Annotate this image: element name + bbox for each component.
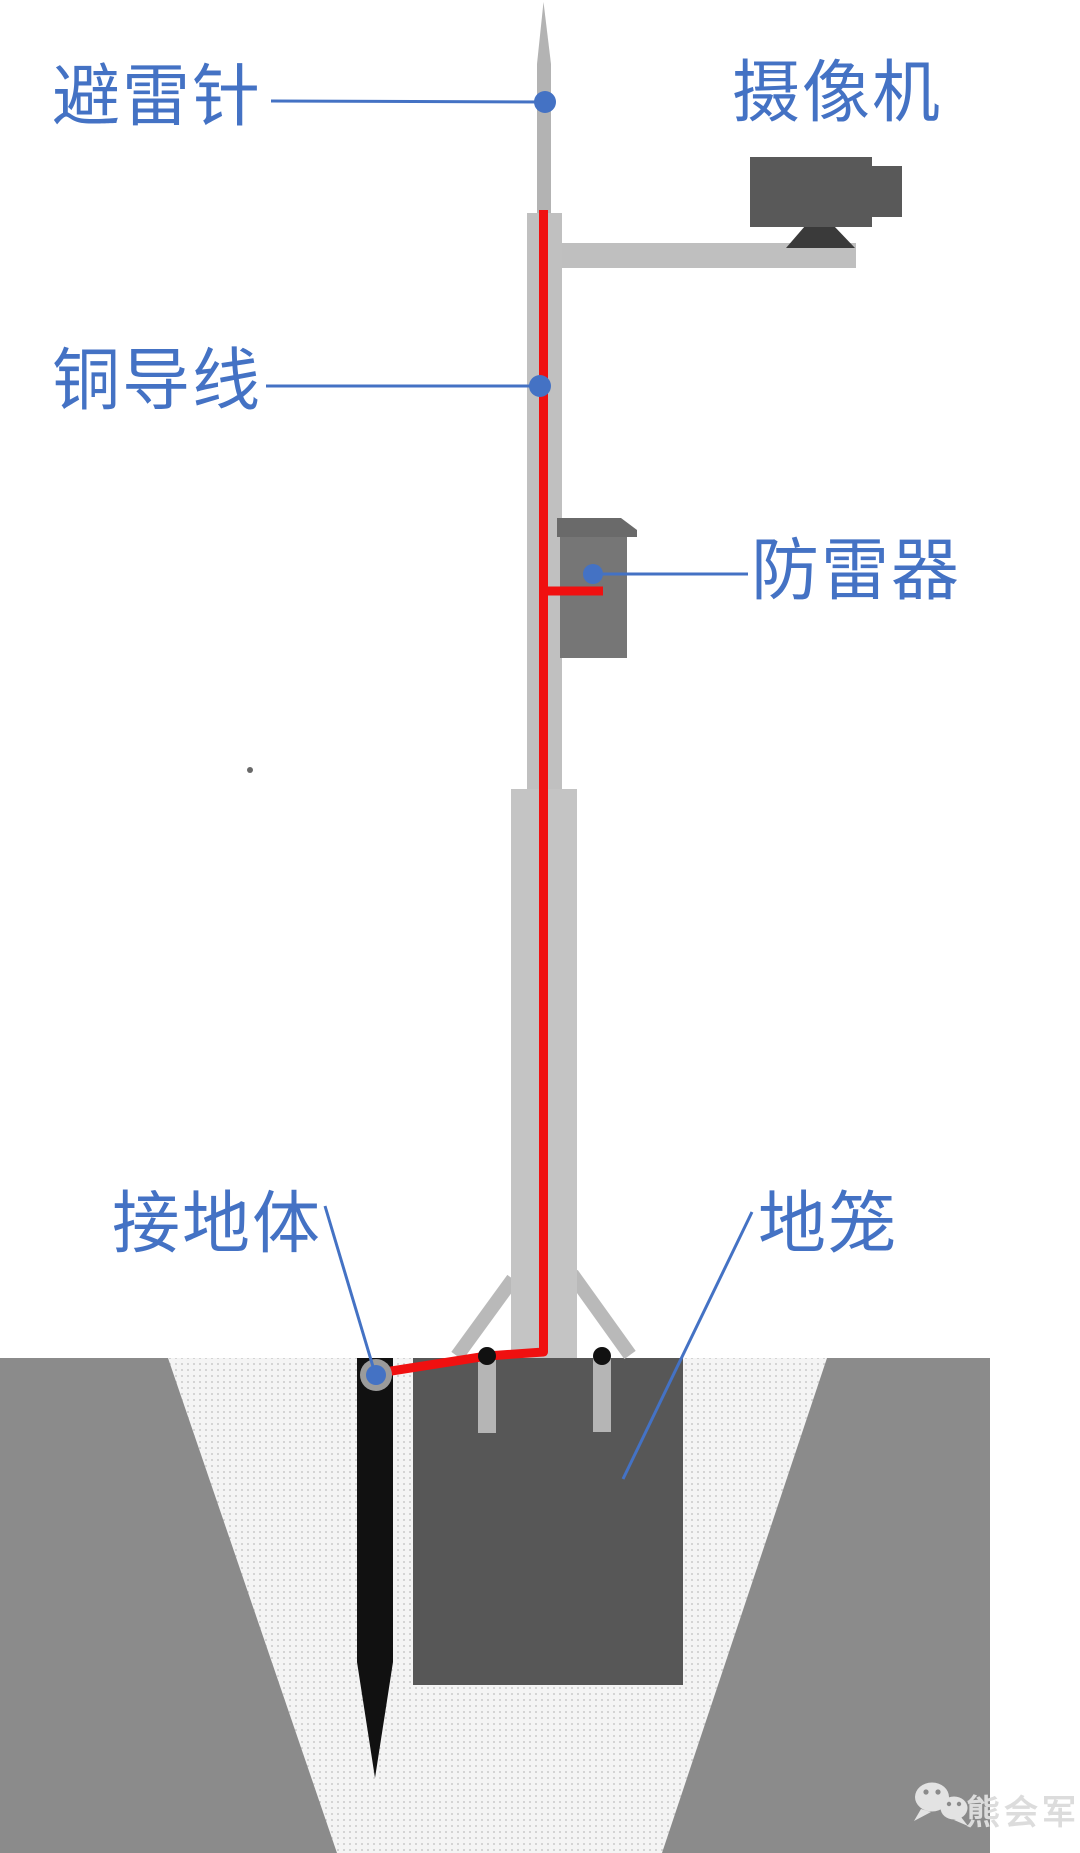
tripod-leg-left xyxy=(451,1274,519,1361)
watermark-author: 熊会军 xyxy=(966,1794,1080,1832)
surge-protector-lid xyxy=(557,518,637,537)
surge-protector-label: 防雷器 xyxy=(751,533,962,609)
callout-line-lightning-rod xyxy=(270,99,546,104)
callout-dot-surge-protector xyxy=(583,564,603,584)
grounding-electrode-label: 接地体 xyxy=(112,1186,323,1262)
callout-line-grounding-electrode xyxy=(323,1205,376,1371)
ground-wire-main xyxy=(384,210,548,1377)
tripod-leg-right xyxy=(566,1269,636,1360)
grounding-clamp-center xyxy=(366,1365,386,1385)
bolt-head-right xyxy=(593,1347,611,1365)
ground-cage-block xyxy=(413,1358,683,1685)
camera-body xyxy=(750,157,872,227)
anchor-bolt-right xyxy=(593,1358,611,1432)
surge-protector-body xyxy=(560,537,627,658)
wechat-icon xyxy=(914,1782,968,1826)
soil-wedge-left xyxy=(0,1358,337,1853)
copper-wire-label: 铜导线 xyxy=(52,343,263,419)
bolt-head-left xyxy=(478,1347,496,1365)
speck xyxy=(247,767,253,773)
callout-line-ground-cage xyxy=(621,1211,754,1480)
soil-wedge-right xyxy=(662,1358,990,1853)
anchor-bolt-left xyxy=(478,1358,496,1433)
lightning-rod-label: 避雷针 xyxy=(52,59,263,135)
grounding-electrode-rod xyxy=(357,1358,393,1778)
camera-lens xyxy=(872,166,902,217)
callout-dot-copper-wire xyxy=(529,375,551,397)
camera-label: 摄像机 xyxy=(732,55,943,131)
camera-mount xyxy=(786,226,855,248)
ground-cage-label: 地笼 xyxy=(758,1186,899,1262)
